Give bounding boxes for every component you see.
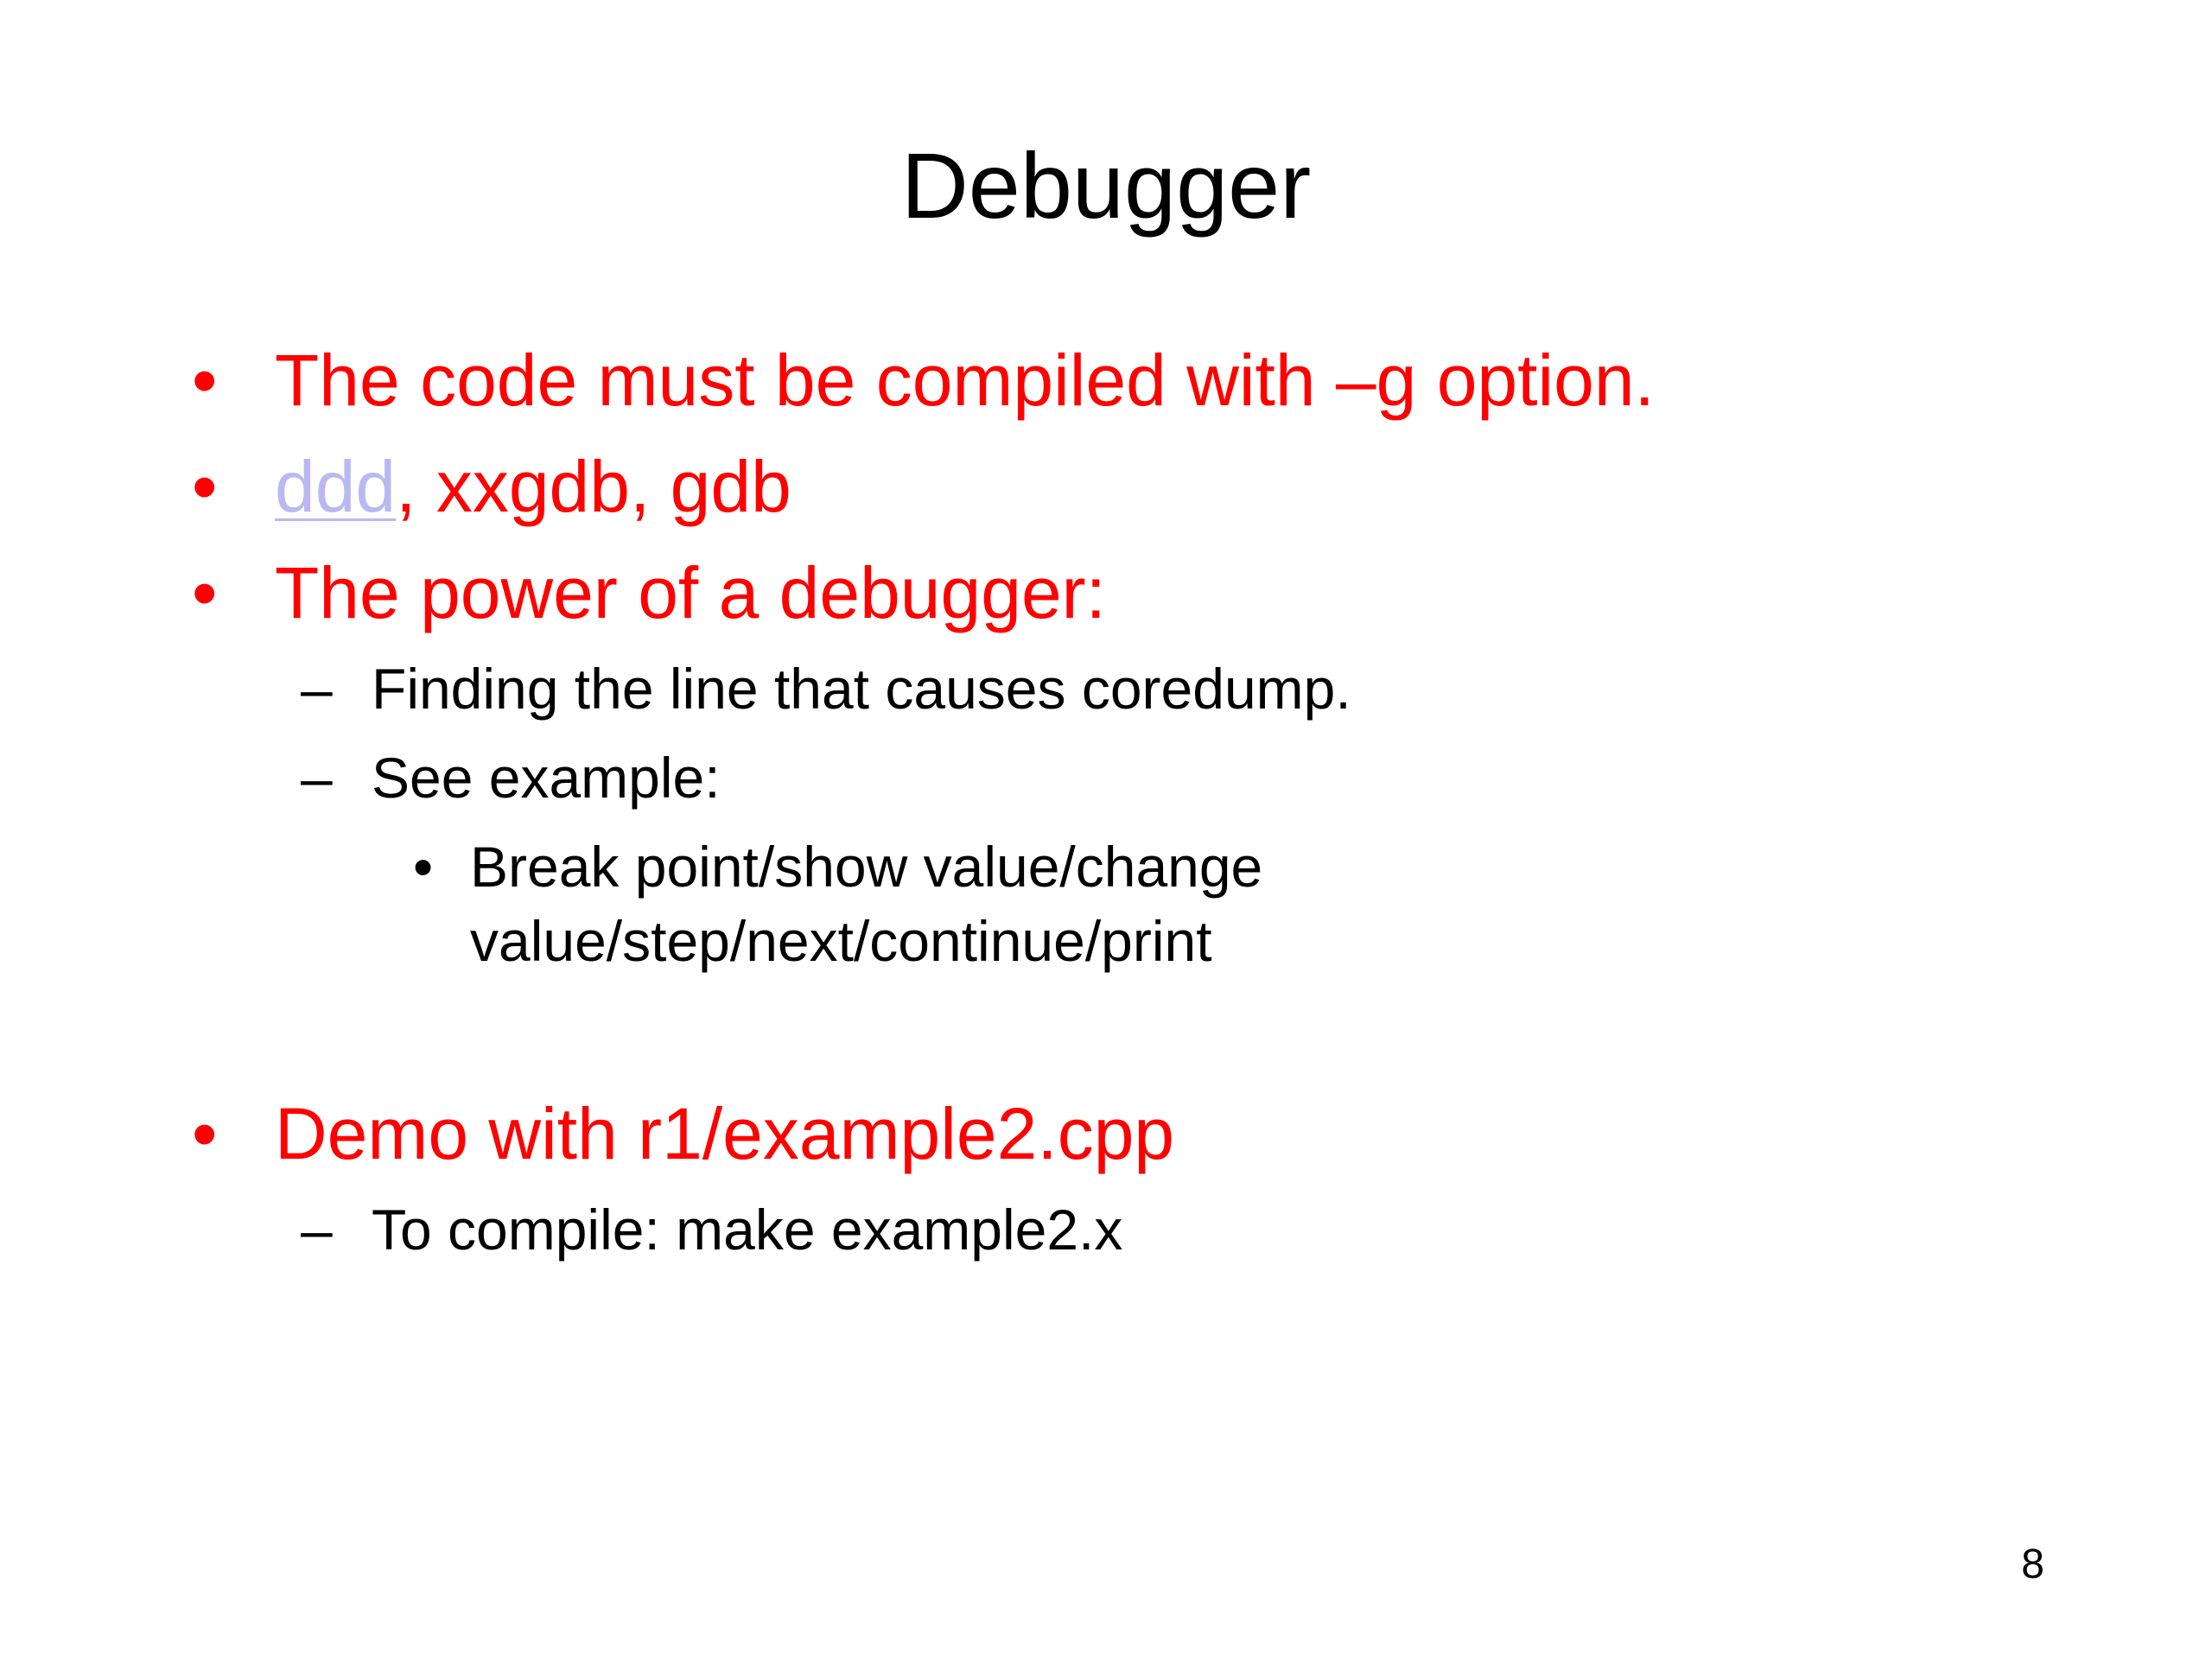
sub-bullet-marker: –	[301, 657, 333, 721]
page-number: 8	[2021, 1541, 2044, 1587]
slide-title: Debugger	[900, 133, 1312, 238]
debugger-tools-rest: , xxgdb, gdb	[396, 446, 791, 527]
sub-sub-bullet-line1: Break point/show value/change	[470, 835, 1263, 899]
bullet-demo: Demo with r1/example2.cpp	[275, 1093, 1175, 1174]
bullet-marker: •	[192, 446, 218, 527]
sub-bullet-see-example: See example:	[372, 746, 721, 810]
sub-sub-bullet-line2: value/step/next/continue/print	[470, 909, 1212, 973]
bullet-marker: •	[192, 1093, 218, 1174]
bullet-marker: •	[192, 552, 218, 633]
bullet-compile-flag: The code must be compiled with –g option…	[275, 340, 1655, 421]
sub-bullet-coredump: Finding the line that causes coredump.	[372, 657, 1351, 721]
bullet-debugger-power: The power of a debugger:	[275, 552, 1106, 633]
bullet-debugger-tools: ddd, xxgdb, gdb	[275, 443, 791, 530]
ddd-link[interactable]: ddd	[275, 446, 397, 527]
sub-bullet-marker: –	[301, 1198, 333, 1262]
bullet-marker: •	[192, 340, 218, 421]
sub-bullet-compile-command: To compile: make example2.x	[372, 1198, 1123, 1262]
sub-bullet-marker: –	[301, 746, 333, 810]
sub-sub-bullet-marker: •	[413, 835, 434, 899]
